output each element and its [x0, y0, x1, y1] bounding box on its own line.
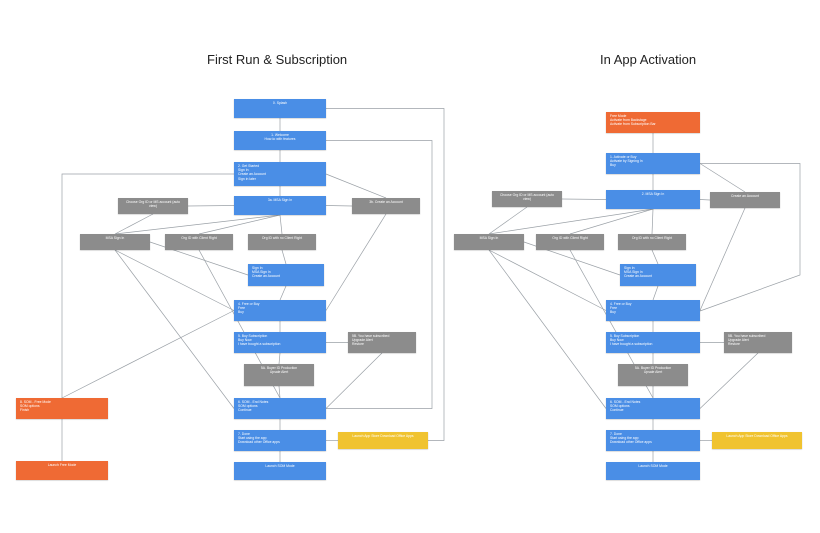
right-diagram-title: In App Activation [600, 52, 697, 67]
edge-3 [325, 173, 387, 199]
edge-34 [699, 199, 711, 201]
edge-29 [326, 140, 433, 409]
edge-42 [699, 207, 746, 311]
edge-35 [488, 206, 528, 235]
edge-36 [488, 208, 654, 235]
edge-43 [488, 249, 607, 311]
left-node-welcome: 1. Welcome How-to with features [234, 131, 326, 150]
left-node-you-subscribed: 5B. You have subscribed Upgrade Alert Re… [348, 332, 416, 353]
edge-9 [279, 214, 283, 235]
edge-5 [325, 205, 353, 207]
edge-54 [699, 163, 801, 312]
edge-40 [651, 249, 659, 265]
edge-12 [279, 285, 287, 301]
edge-37 [569, 208, 654, 235]
right-node-create-account: Create an Account [710, 192, 780, 208]
edge-41 [652, 285, 659, 301]
right-node-buy-subscription: 5. Buy Subscription Buy Now I have bough… [606, 332, 700, 353]
edge-20 [325, 352, 383, 409]
left-node-sign-in: Sign In MSA Sign In Create an Account [248, 264, 324, 286]
left-node-buy-subscription: 5. Buy Subscription Buy Now I have bough… [234, 332, 326, 353]
edge-26 [114, 249, 235, 409]
left-node-create-account: 3b. Create an Account [352, 198, 420, 214]
edge-13 [325, 213, 387, 311]
edge-53 [488, 249, 607, 409]
edge-28 [326, 108, 445, 441]
left-node-splash: 0. Splash [234, 99, 326, 118]
right-node-msa-sign-in: 2. MSA Sign In [606, 190, 700, 209]
right-node-activate-or-buy: 1. Activate or Buy Activate by Signing I… [606, 153, 700, 174]
edge-49 [699, 352, 759, 409]
edge-8 [198, 214, 281, 235]
edge-11 [281, 249, 287, 265]
right-node-msa: MSA Sign In [454, 234, 524, 250]
left-node-launch-free: Launch Free Mode [16, 461, 108, 480]
edge-32 [699, 163, 746, 193]
edge-33 [561, 198, 607, 200]
edge-4 [187, 205, 235, 207]
edge-6 [114, 213, 154, 235]
left-node-msa: MSA Sign In [80, 234, 150, 250]
left-node-orgid-client: Org ID with Client Right [165, 234, 233, 250]
left-diagram-title: First Run & Subscription [207, 52, 348, 67]
left-node-get-started: 2. Get Started Sign In Create an Account… [234, 162, 326, 186]
left-node-som-end-notes: 6. SOM - End Notes SOM options Continue [234, 398, 326, 419]
left-node-choose-org: Choose Org ID or MS account (auto view) [118, 198, 188, 214]
right-node-sign-in: Sign In MSA Sign In Create an Account [620, 264, 696, 286]
edge-19 [278, 385, 281, 399]
edge-7 [114, 214, 281, 235]
left-node-free-mode: 8. SOM - Free Mode SOM options Finish [16, 398, 108, 419]
edge-24 [61, 310, 235, 399]
edge-18 [278, 352, 281, 365]
right-node-you-subscribed: 5B. You have subscribed Upgrade Alert Re… [724, 332, 792, 353]
edge-38 [651, 208, 654, 235]
left-node-launch-som: Launch SOM Mode [234, 462, 326, 480]
left-node-orgid-noclient: Org ID with no Client Right [248, 234, 316, 250]
right-node-launch-app-store: Launch App Store Download Office Apps [712, 432, 802, 449]
left-node-done: 7. Done Start using the app Download oth… [234, 430, 326, 451]
left-node-free-or-buy: 4. Free or Buy Free Buy [234, 300, 326, 321]
right-node-buyer-id: 5A. Buyer ID Production Upsale Alert [618, 364, 688, 386]
right-node-orgid-noclient: Org ID with no Client Right [618, 234, 686, 250]
edge-14 [114, 249, 235, 311]
edge-27 [61, 173, 234, 398]
right-node-som-end-notes: 6. SOM - End Notes SOM options Continue [606, 398, 700, 419]
right-node-choose-org: Choose Org ID or MS account (auto view) [492, 191, 562, 207]
right-node-free-mode: Free Mode Activate from Backstage Activa… [606, 112, 700, 133]
right-node-done: 7. Done Start using the app Download oth… [606, 430, 700, 451]
left-node-launch-app-store: Launch App Store Download Office Apps [338, 432, 428, 449]
right-node-launch-som: Launch SOM Mode [606, 462, 700, 480]
left-node-msa-sign-in: 3a. MSA Sign In [234, 196, 326, 215]
right-node-free-or-buy: 4. Free or Buy Free Buy [606, 300, 700, 321]
right-node-orgid-client: Org ID with Client Right [536, 234, 604, 250]
left-node-buyer-id: 5A. Buyer ID Production Upsale Alert [244, 364, 314, 386]
